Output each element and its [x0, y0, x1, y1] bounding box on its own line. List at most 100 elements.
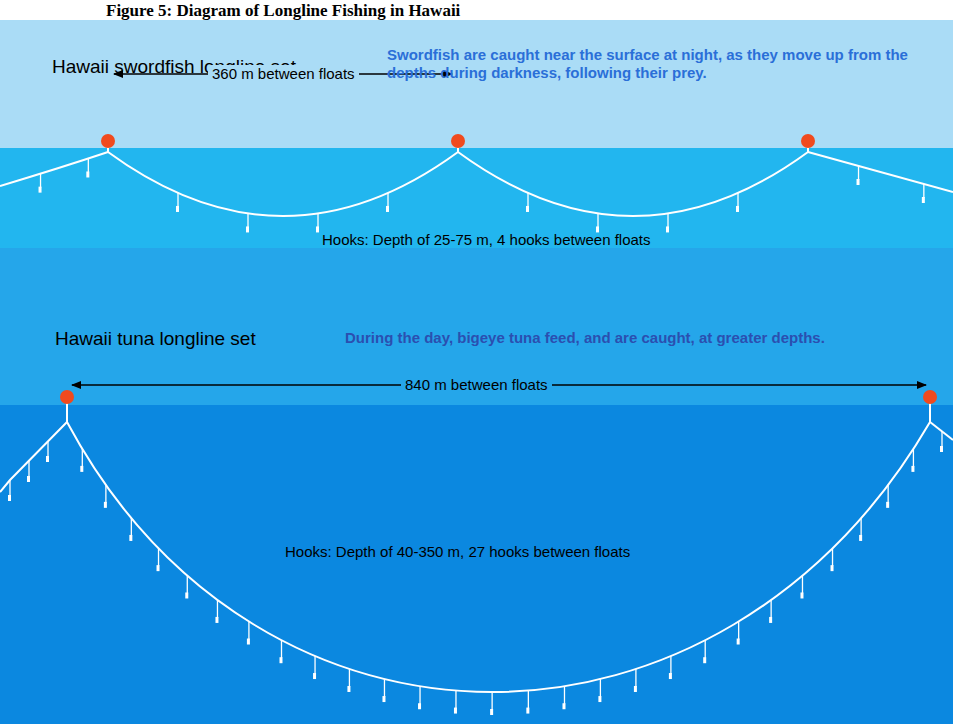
branchline — [860, 518, 861, 536]
mainline — [0, 152, 108, 186]
hook — [80, 466, 83, 472]
branchline — [158, 548, 159, 566]
branchline — [317, 213, 318, 227]
branchline — [105, 485, 106, 503]
float — [923, 390, 937, 404]
branchline — [941, 431, 942, 447]
hook — [129, 535, 132, 541]
hooks-label: Hooks: Depth of 40-350 m, 27 hooks betwe… — [285, 543, 630, 561]
hook — [526, 206, 529, 212]
hook — [940, 446, 943, 452]
branchline — [635, 669, 636, 687]
hook — [911, 466, 914, 472]
branchline — [527, 193, 528, 207]
hook — [347, 686, 350, 692]
branchline — [705, 640, 706, 658]
hook — [454, 708, 457, 714]
branchline — [600, 679, 601, 697]
hook — [316, 226, 319, 232]
hook — [831, 565, 834, 571]
branchline — [384, 679, 385, 697]
hook — [737, 639, 740, 645]
branchline — [314, 656, 315, 674]
surface-water — [0, 148, 953, 248]
hook — [86, 171, 89, 177]
hook — [769, 617, 772, 623]
branchline — [455, 691, 456, 709]
hook — [39, 187, 42, 193]
dimension-label: 360 m between floats — [208, 65, 359, 83]
branchline — [770, 600, 771, 618]
branchline — [47, 441, 48, 457]
branchline — [248, 622, 249, 640]
branchline — [419, 686, 420, 704]
hook — [382, 696, 385, 702]
hook — [736, 206, 739, 212]
branchline — [832, 548, 833, 566]
branchline — [349, 669, 350, 687]
mainline — [108, 152, 458, 216]
hook — [176, 206, 179, 212]
hook — [246, 226, 249, 232]
hook — [185, 592, 188, 598]
branchline — [913, 449, 914, 467]
hook — [27, 476, 30, 482]
hook — [215, 617, 218, 623]
hook — [666, 226, 669, 232]
hook — [418, 703, 421, 709]
float — [101, 134, 115, 148]
branchline — [923, 184, 924, 198]
float — [451, 134, 465, 148]
branchline — [177, 193, 178, 207]
sky-band — [0, 20, 953, 148]
hook — [598, 696, 601, 702]
hook — [857, 179, 860, 185]
set-heading: Hawaii tuna longline set — [55, 328, 256, 351]
hook — [669, 673, 672, 679]
floats — [60, 134, 937, 404]
longline — [0, 141, 953, 715]
branchline — [9, 480, 10, 496]
branchline — [858, 166, 859, 180]
branchline — [528, 691, 529, 709]
mainline — [67, 422, 930, 692]
branchline — [738, 622, 739, 640]
dimension-label: 840 m between floats — [401, 376, 552, 394]
figure-title: Figure 5: Diagram of Longline Fishing in… — [106, 1, 460, 21]
hook — [886, 502, 889, 508]
branchline — [887, 485, 888, 503]
branchline — [597, 213, 598, 227]
note-text: Swordfish are caught near the surface at… — [387, 46, 943, 82]
branchline — [28, 461, 29, 477]
hook — [46, 456, 49, 462]
branchline — [131, 518, 132, 536]
branchline — [217, 600, 218, 618]
branchline — [802, 575, 803, 593]
branchline — [82, 449, 83, 467]
branchline — [491, 692, 492, 710]
hook — [313, 673, 316, 679]
branchline — [40, 174, 41, 188]
mainline — [458, 152, 808, 216]
float — [801, 134, 815, 148]
mid-water — [0, 248, 953, 405]
hook — [859, 535, 862, 541]
hook — [279, 657, 282, 663]
branchline — [667, 213, 668, 227]
hook — [104, 502, 107, 508]
branchline — [737, 193, 738, 207]
float — [60, 390, 74, 404]
hook — [703, 657, 706, 663]
branchline — [670, 656, 671, 674]
hook — [490, 709, 493, 715]
branchline — [387, 193, 388, 207]
mainline — [808, 152, 953, 192]
hook — [157, 565, 160, 571]
hooks-label: Hooks: Depth of 25-75 m, 4 hooks between… — [322, 231, 651, 249]
hook — [634, 686, 637, 692]
branchline — [247, 213, 248, 227]
note-text: During the day, bigeye tuna feed, and ar… — [345, 329, 945, 347]
branchline — [187, 575, 188, 593]
hook — [247, 639, 250, 645]
